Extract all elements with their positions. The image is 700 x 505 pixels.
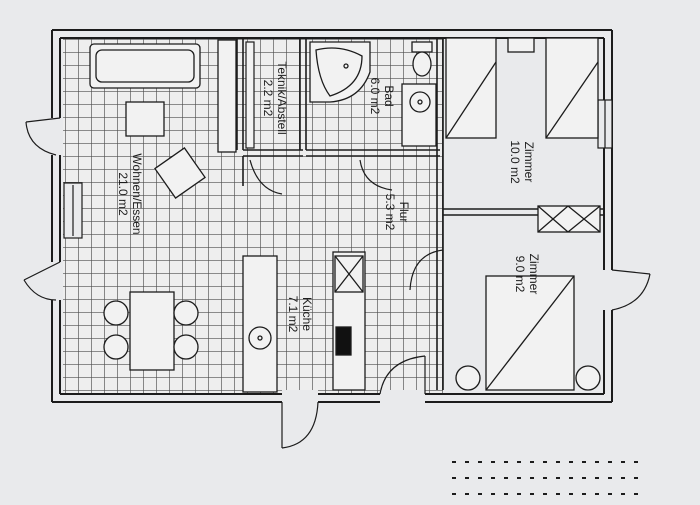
kitchen-fixtures	[242, 251, 366, 393]
chair	[173, 334, 199, 360]
coffee-table	[125, 101, 165, 137]
wardrobe	[537, 205, 601, 233]
furniture-technik	[245, 41, 255, 149]
toilet-bowl	[412, 51, 432, 77]
room-label-flur: Flur 5.3 m2	[383, 177, 411, 247]
windows	[63, 99, 613, 239]
room-label-technik: Teknik/Abstell 2.2 m2	[261, 48, 289, 148]
chair	[103, 334, 129, 360]
room-label-kueche: Küche 7.1 m2	[286, 279, 314, 349]
door-right-exterior	[600, 269, 651, 311]
nightstand	[507, 37, 535, 53]
interior-walls	[236, 38, 604, 390]
entry-door-left-top	[25, 117, 61, 156]
door-bottom-right	[379, 355, 426, 404]
doors	[23, 117, 651, 449]
room-area: 6.0 m2	[368, 77, 382, 115]
room-name: Flur	[397, 201, 411, 223]
chair	[103, 300, 129, 326]
room-label-zimmer-2: Zimmer 9.0 m2	[513, 239, 541, 309]
room-label-zimmer-1: Zimmer 10.0 m2	[508, 122, 536, 202]
tv-sideboard	[217, 39, 237, 153]
room-name: Teknik/Abstell	[275, 61, 289, 135]
room-name: Wohnen/Essen	[130, 153, 144, 235]
toilet-tank	[411, 41, 433, 53]
room-area: 10.0 m2	[508, 140, 522, 184]
room-name: Zimmer	[527, 253, 541, 295]
furniture-bedroom-1	[445, 37, 601, 233]
room-area: 2.2 m2	[261, 79, 275, 117]
nightstand-lamp	[455, 365, 481, 391]
scale-bar	[452, 461, 640, 495]
room-name: Zimmer	[522, 141, 536, 183]
bed	[545, 37, 599, 139]
furniture-living	[89, 39, 237, 371]
bath-fixtures	[309, 41, 437, 147]
room-label-wohnen: Wohnen/Essen 21.0 m2	[116, 139, 144, 249]
nightstand-lamp	[575, 365, 601, 391]
bed	[445, 37, 497, 139]
room-area: 9.0 m2	[513, 255, 527, 293]
entry-door-bottom	[281, 390, 319, 449]
door-hall-top	[249, 159, 444, 291]
furniture-bedroom-2	[455, 275, 601, 391]
room-name: Küche	[300, 296, 314, 332]
room-label-bad: Bad 6.0 m2	[368, 66, 396, 126]
room-area: 7.1 m2	[286, 295, 300, 333]
room-name: Bad	[382, 85, 396, 107]
room-area: 21.0 m2	[116, 172, 130, 216]
chair	[173, 300, 199, 326]
stove	[335, 326, 352, 356]
kitchen-island	[242, 255, 278, 393]
armchair	[154, 147, 206, 199]
dining-table	[129, 291, 175, 371]
room-area: 5.3 m2	[383, 193, 397, 231]
entry-door-left-bottom	[23, 261, 61, 301]
